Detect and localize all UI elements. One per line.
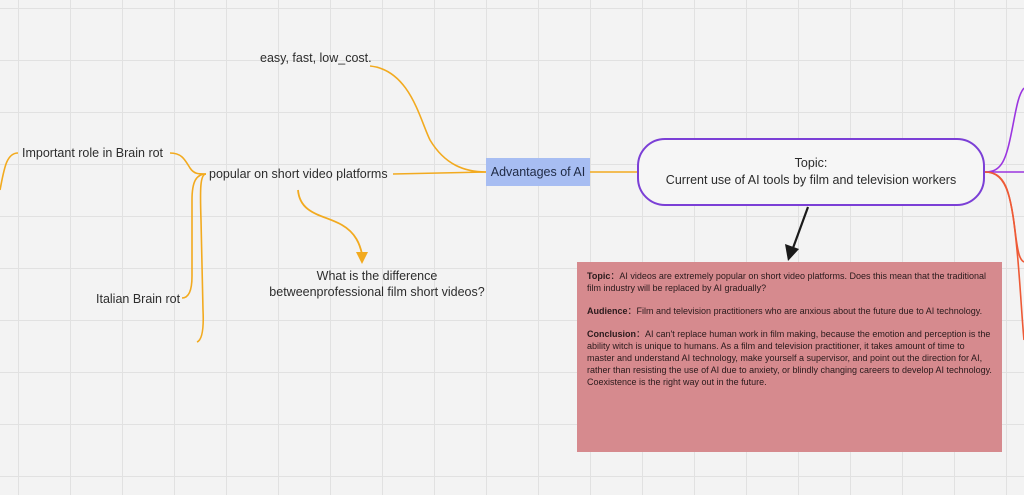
note-topic-label: Topic bbox=[587, 271, 611, 281]
node-difference-line1: What is the difference bbox=[316, 269, 438, 283]
note-conclusion-sep: ： bbox=[636, 329, 646, 339]
note-topic-text: AI videos are extremely popular on short… bbox=[587, 271, 987, 293]
connector-easy bbox=[369, 65, 487, 173]
connector-popular bbox=[392, 171, 487, 175]
connector-bracket-long bbox=[196, 173, 207, 343]
node-brain-rot-role[interactable]: Important role in Brain rot bbox=[22, 146, 164, 160]
topic-node[interactable]: Topic: Current use of AI tools by film a… bbox=[637, 138, 985, 206]
note-conclusion: Conclusion：AI can't replace human work i… bbox=[587, 328, 992, 388]
arrowhead-note bbox=[785, 244, 799, 261]
node-easy[interactable]: easy, fast, low_cost. bbox=[260, 51, 372, 65]
connector-right-purple bbox=[984, 87, 1024, 173]
note-card[interactable]: Topic：AI videos are extremely popular on… bbox=[577, 262, 1002, 452]
connector-left-edge bbox=[0, 152, 19, 191]
node-difference-line2: betweenprofessional film short videos? bbox=[269, 285, 485, 299]
note-conclusion-label: Conclusion bbox=[587, 329, 636, 339]
note-conclusion-text: AI can't replace human work in film maki… bbox=[587, 329, 992, 387]
connector-brain-rot bbox=[169, 152, 207, 175]
note-audience-label: Audience bbox=[587, 306, 628, 316]
arrow-topic-note bbox=[791, 206, 810, 249]
note-topic-sep: ： bbox=[610, 271, 620, 281]
note-topic: Topic：AI videos are extremely popular on… bbox=[587, 270, 992, 294]
arrow-popular-difference bbox=[297, 189, 363, 255]
connector-italian bbox=[181, 173, 207, 299]
note-audience: Audience：Film and television practitione… bbox=[587, 305, 992, 317]
connector-right-red-2 bbox=[984, 171, 1024, 341]
arrowhead-difference bbox=[356, 252, 368, 264]
node-italian[interactable]: Italian Brain rot bbox=[96, 292, 181, 306]
topic-node-subtitle: Current use of AI tools by film and tele… bbox=[665, 173, 957, 187]
topic-node-title: Topic: bbox=[794, 156, 828, 170]
note-audience-sep: ： bbox=[627, 306, 637, 316]
node-popular[interactable]: popular on short video platforms bbox=[209, 167, 388, 181]
node-advantages[interactable]: Advantages of AI bbox=[486, 158, 590, 186]
note-audience-text: Film and television practitioners who ar… bbox=[636, 306, 983, 316]
node-difference[interactable]: What is the difference betweenprofession… bbox=[256, 268, 498, 300]
